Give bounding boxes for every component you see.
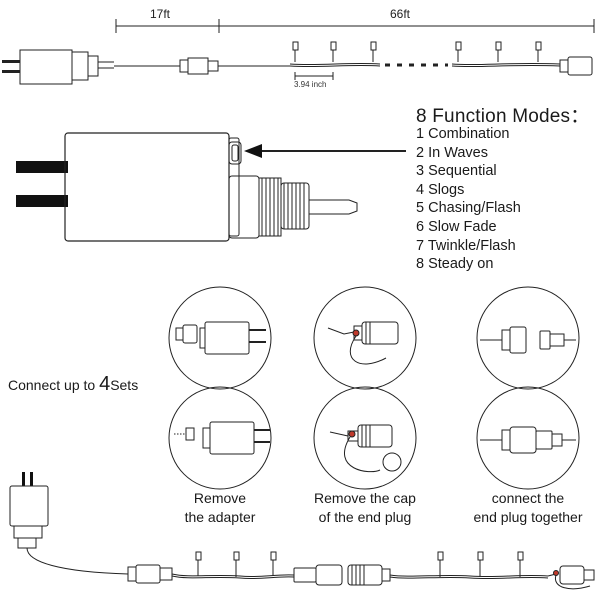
mode-item: 4 Slogs [416, 181, 465, 198]
mode-item: 8 Steady on [416, 256, 494, 273]
bottom-bulb [270, 551, 277, 576]
mode-item: 5 Chasing/Flash [416, 200, 521, 217]
step2-circle-a [313, 286, 417, 390]
step3-circle-a [476, 286, 580, 390]
bottom-bulb [517, 551, 524, 577]
dimension-lines [115, 19, 595, 33]
bottom-chain-drawing [9, 472, 595, 590]
step3-circle-b [476, 386, 580, 490]
top-bulb [292, 41, 299, 62]
bottom-bulb [437, 551, 444, 577]
step1-circle-a [168, 286, 272, 390]
controller-drawing [16, 132, 406, 242]
top-bulb [330, 41, 337, 62]
top-bulb [370, 41, 377, 62]
string-length-label: 66ft [390, 7, 411, 21]
mode-item: 6 Slow Fade [416, 218, 497, 235]
step-circles [168, 286, 580, 490]
mode-item: 1 Combination [416, 126, 510, 142]
bottom-bulb [233, 551, 240, 577]
top-bulb [535, 41, 542, 62]
modes-title: 8 Function Modes： [416, 106, 590, 127]
bottom-bulb [195, 551, 202, 576]
bulb-spacing-label: 3.94 inch [294, 80, 327, 89]
top-string-drawing [2, 41, 593, 85]
mode-item: 2 In Waves [416, 144, 488, 161]
connect-count: 4 [99, 373, 111, 395]
step2-circle-b [313, 386, 417, 490]
mode-item: 3 Sequential [416, 163, 497, 180]
top-bulb [495, 41, 502, 62]
connect-sets-label: Connect up to 4Sets [8, 373, 139, 395]
bottom-bulb [477, 551, 484, 577]
top-bulb [455, 41, 462, 62]
step1-circle-b [168, 386, 272, 490]
mode-item: 7 Twinkle/Flash [416, 237, 516, 254]
lead-length-label: 17ft [150, 7, 171, 21]
